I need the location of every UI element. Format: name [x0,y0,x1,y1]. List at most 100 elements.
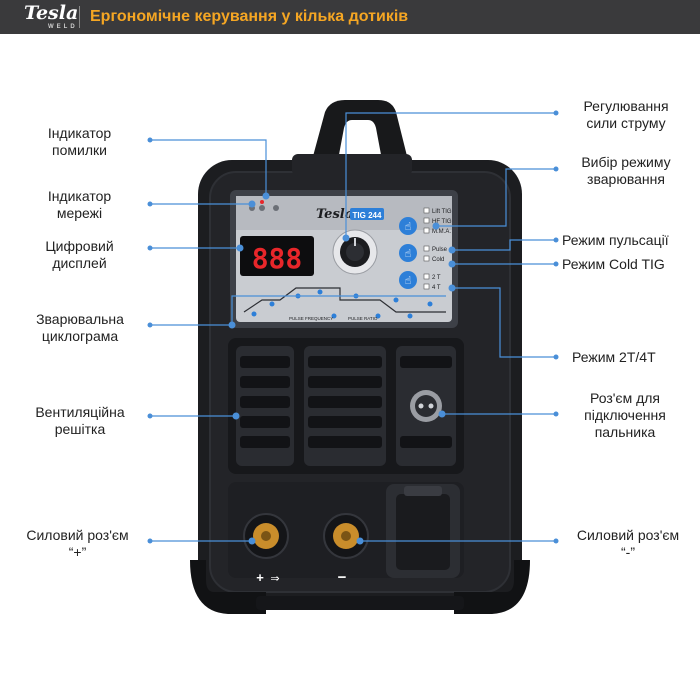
hand-icon: ☝ [405,275,412,287]
callout-power-indicator: Індикатор мережі [22,188,137,222]
front-foot-right [454,560,530,614]
callout-dot [147,322,153,328]
gas-connector-latch [404,486,442,496]
callout-text: підключення [584,407,666,423]
callout-end-dot [438,410,446,418]
trigger-4t-led [423,283,430,290]
vent-slot [308,436,382,448]
mode-lift-tig: Lift TIG [432,209,452,215]
callout-end-dot [448,260,456,268]
callout-end-dot [248,537,256,545]
callout-text: Зварювальна [36,311,124,327]
callout-text: зварювання [587,171,665,187]
mode-led-lift [423,207,430,214]
callout-end-dot [248,200,256,208]
vent-slot [308,416,382,428]
cold-label: Cold [432,257,444,263]
cyclogram-curve [243,287,446,313]
callout-text: Цифровий [45,238,114,254]
callout-text: помилки [52,142,107,158]
cyclogram-led [393,297,399,303]
callout-pulse-mode: Режим пульсації [562,232,669,248]
callout-dot [553,237,559,243]
torch-socket-face [415,395,437,417]
vent-slot [308,396,382,408]
model-badge [350,208,384,220]
callout-dot [553,166,559,172]
header-bar: Tesla WELD Ергономічне керування у кільк… [0,0,700,34]
cyclogram-led [331,313,337,319]
callout-text: Регулювання [583,98,669,114]
digital-display [240,236,314,276]
vent-slot [308,356,382,368]
callout-end-dot [448,246,456,254]
cyclogram-led [251,311,257,317]
page-headline: Ергономічне керування у кілька дотиків [90,8,409,25]
vent-slot [240,376,290,388]
callout-torch-socket: Роз'єм для підключення пальника [570,390,680,441]
error-led [259,205,265,211]
callout-text: Силовий роз'єм [26,527,129,543]
callout-dot [147,137,153,143]
callout-dot [553,261,559,267]
pulse-button[interactable] [399,244,417,262]
callout-dot [553,411,559,417]
callout-line-current [345,112,556,238]
callout-end-dot [448,284,456,292]
knob-pointer [354,238,356,246]
callout-end-dot [262,192,270,200]
terminal-plus-mark: + [256,570,264,585]
trigger-button[interactable] [399,271,417,289]
brand-logo: Tesla [24,2,79,24]
callout-text: Роз'єм для [589,390,661,406]
cyclogram-led [317,289,323,295]
callout-vent-grille: Вентиляційна решітка [16,404,144,438]
callout-end-dot [342,234,350,242]
callout-text: сили струму [586,115,666,131]
callout-text: Індикатор [47,125,112,141]
mode-hf-tig: HF TIG [432,219,452,225]
callout-end-dot [232,412,240,420]
pulse-led [423,245,430,252]
torch-socket-pin [418,403,424,409]
current-knob-cap [346,243,364,261]
callout-text: “+” [68,544,87,560]
mode-button[interactable] [399,217,417,235]
vent-slot [308,376,382,388]
callout-text: пальника [594,424,656,440]
callout-cold-tig: Режим Cold TIG [562,256,665,272]
callout-current-control: Регулювання сили струму [566,98,686,132]
mode-led-mma [423,227,430,234]
callout-dot [553,354,559,360]
callout-end-dot [236,244,244,252]
callout-power-socket-minus: Силовий роз'єм “-” [562,527,694,561]
callout-text: Індикатор [47,188,112,204]
callout-mode-select: Вибір режиму зварювання [566,154,686,188]
callout-text: Силовий роз'єм [576,527,680,543]
cold-led [423,255,430,262]
vent-slot [400,356,452,368]
callout-dot [147,413,153,419]
callout-line-error [150,139,267,196]
callout-line-cyclogram [150,295,446,326]
callout-line-mode [436,168,556,227]
callout-text: циклограма [41,328,119,344]
hand-icon: ☝ [405,248,412,260]
front-foot-left [190,560,266,614]
top-lid [292,154,412,176]
cyclogram-led [269,301,275,307]
gas-connector-inner [396,494,450,570]
terminal-minus-mark: − [338,569,347,586]
cyclogram-led [407,313,413,319]
trigger-2t-label: 2 T [432,275,441,281]
cyclogram-pulse-ratio: PULSE RATIO [348,316,378,321]
vent-slot [400,436,452,448]
vent-slot [240,396,290,408]
torch-socket-pin [428,403,434,409]
handle-opening [338,120,382,160]
model-badge-text: TIG 244 [353,211,382,220]
callout-text: мережі [56,205,103,221]
trigger-4t-label: 4 T [432,285,441,291]
callout-dot [147,201,153,207]
